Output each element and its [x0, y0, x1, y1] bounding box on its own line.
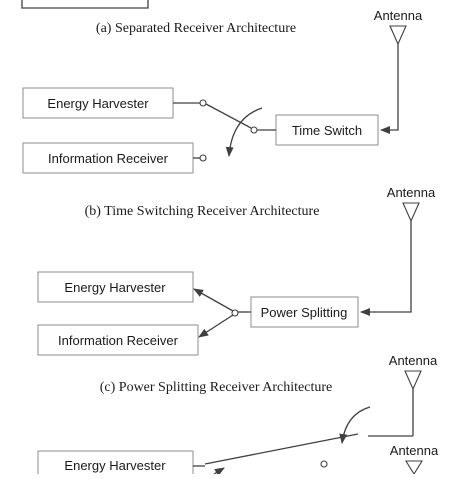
antenna-to-time-switch-arrow — [380, 115, 399, 134]
switch-motion-arrow-b — [225, 107, 263, 157]
antenna-icon-a — [389, 25, 407, 46]
information-receiver-label-c: Information Receiver — [58, 333, 179, 348]
antenna-label-d2: Antenna — [390, 443, 439, 458]
antenna-to-power-splitting-arrow — [360, 221, 412, 316]
information-receiver-box-c — [37, 324, 199, 356]
splitter-node-c — [231, 309, 239, 317]
antenna-icon-d2 — [405, 460, 423, 476]
lower-arrow-remnant-d — [213, 467, 225, 477]
switch-blade-d — [204, 433, 359, 465]
antenna-label-a: Antenna — [374, 8, 423, 23]
energy-harvester-label-c: Energy Harvester — [64, 280, 166, 295]
time-switch-label: Time Switch — [292, 123, 362, 138]
time-switch-box — [275, 114, 379, 146]
caption-a: (a) Separated Receiver Architecture — [96, 21, 296, 36]
switch-contact-d — [320, 460, 328, 468]
antenna-icon-d1 — [404, 370, 422, 391]
switch-contact-upper-b — [199, 99, 207, 107]
antenna-icon-c — [402, 202, 420, 223]
switch-blade-b — [205, 103, 252, 129]
information-receiver-box-b — [22, 142, 194, 174]
split-arrow-lower-c — [198, 314, 234, 338]
energy-harvester-box-c — [37, 271, 194, 303]
split-arrow-upper-c — [193, 288, 234, 312]
energy-harvester-label-b: Energy Harvester — [47, 96, 149, 111]
switch-motion-arrow-d — [339, 406, 371, 444]
antenna-label-c: Antenna — [387, 185, 436, 200]
switch-contact-lower-b — [199, 154, 207, 162]
switch-pivot-node-b — [250, 126, 258, 134]
power-splitting-label: Power Splitting — [261, 305, 348, 320]
antenna-label-d1: Antenna — [389, 353, 438, 368]
caption-c: (c) Power Splitting Receiver Architectur… — [100, 380, 332, 395]
information-receiver-label-b: Information Receiver — [48, 151, 169, 166]
energy-harvester-label-d: Energy Harvester — [64, 458, 166, 473]
top-box-remnant — [21, 0, 149, 9]
caption-b: (b) Time Switching Receiver Architecture — [85, 204, 320, 219]
